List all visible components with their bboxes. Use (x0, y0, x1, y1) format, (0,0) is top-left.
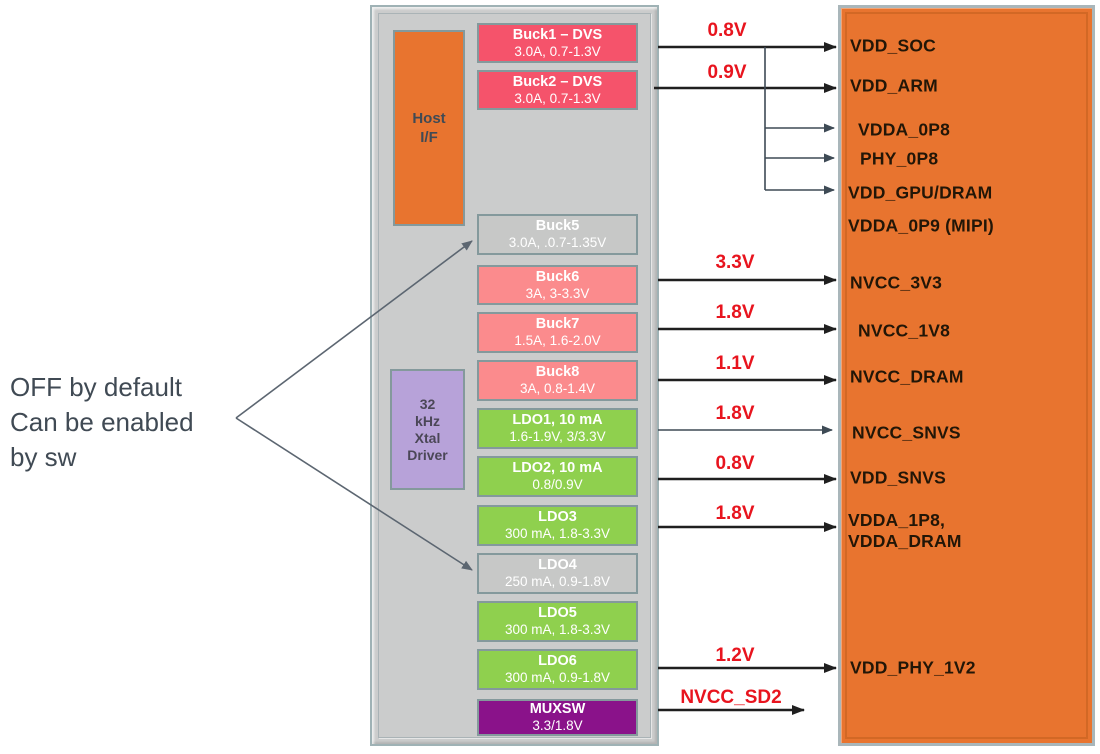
xtal-label-line2: kHz (415, 412, 440, 429)
rail-nvcc-snvs: NVCC_SNVS (852, 422, 961, 443)
buck7-title: Buck7 (535, 316, 580, 332)
rail-vdda-1p8-line1: VDDA_1P8, (848, 510, 946, 530)
ldo1-title: LDO1, 10 mA (512, 412, 603, 428)
rail-vdd-gpu-dram: VDD_GPU/DRAM (848, 182, 993, 203)
buck8-spec: 3A, 0.8-1.4V (519, 381, 596, 396)
rail-vdda-0p9-mipi: VDDA_0P9 (MIPI) (848, 215, 994, 236)
voltage-label-ldo6: 1.2V (715, 645, 755, 666)
rail-vdda-1p8-dram: VDDA_1P8, VDDA_DRAM (848, 510, 962, 552)
buck5-block: Buck5 3.0A, .0.7-1.35V (477, 214, 638, 255)
host-if-label-line2: I/F (420, 129, 438, 146)
arrow-note-ldo4 (235, 417, 473, 571)
pmic-panel-inner-frame (378, 13, 651, 738)
ldo4-block: LDO4 250 mA, 0.9-1.8V (477, 553, 638, 594)
rail-vdda-1p8-line2: VDDA_DRAM (848, 531, 962, 551)
arrow-note-buck5 (235, 240, 473, 419)
buck8-title: Buck8 (535, 364, 580, 380)
xtal-driver-block: 32 kHz Xtal Driver (390, 369, 465, 490)
note-line-2: Can be enabled (10, 407, 194, 437)
voltage-label-buck8: 1.1V (715, 353, 755, 374)
buck6-title: Buck6 (535, 268, 580, 285)
note-line-1: OFF by default (10, 372, 182, 402)
ldo3-block: LDO3 300 mA, 1.8-3.3V (477, 505, 638, 546)
buck7-block: Buck7 1.5A, 1.6-2.0V (477, 312, 638, 353)
buck5-title: Buck5 (535, 218, 580, 234)
voltage-label-ldo2: 0.8V (715, 453, 755, 474)
xtal-label-line3: Xtal (414, 429, 441, 446)
rail-vdda-0p8: VDDA_0P8 (858, 119, 951, 140)
buck2-block: Buck2 – DVS 3.0A, 0.7-1.3V (477, 70, 638, 110)
buck2-title: Buck2 – DVS (512, 73, 603, 90)
buck7-spec: 1.5A, 1.6-2.0V (514, 333, 601, 348)
ldo2-spec: 0.8/0.9V (532, 477, 583, 492)
xtal-label-line1: 32 (419, 395, 436, 412)
muxsw-block: MUXSW 3.3/1.8V (477, 699, 638, 736)
voltage-label-muxsw: NVCC_SD2 (680, 687, 782, 708)
muxsw-title: MUXSW (529, 701, 586, 717)
buck1-block: Buck1 – DVS 3.0A, 0.7-1.3V (477, 23, 638, 63)
ldo3-title: LDO3 (538, 509, 577, 525)
ldo4-title: LDO4 (538, 557, 577, 573)
voltage-label-buck2: 0.9V (707, 62, 747, 83)
soc-box-bevel (845, 12, 1088, 739)
voltage-label-ldo3: 1.8V (715, 503, 755, 524)
ldo6-block: LDO6 300 mA, 0.9-1.8V (477, 649, 638, 690)
buck5-spec: 3.0A, .0.7-1.35V (508, 235, 607, 250)
off-by-default-note: OFF by default Can be enabled by sw (10, 370, 194, 475)
buck2-spec: 3.0A, 0.7-1.3V (514, 90, 601, 106)
soc-box (838, 5, 1095, 746)
rail-vdd-arm: VDD_ARM (850, 75, 938, 96)
rail-nvcc-dram: NVCC_DRAM (850, 366, 964, 387)
voltage-label-buck7: 1.8V (715, 302, 755, 323)
ldo4-spec: 250 mA, 0.9-1.8V (504, 574, 611, 589)
ldo6-title: LDO6 (538, 653, 577, 669)
ldo5-spec: 300 mA, 1.8-3.3V (504, 622, 611, 637)
buck6-spec: 3A, 3-3.3V (525, 285, 590, 301)
host-if-label-line1: Host (412, 110, 446, 127)
buck1-spec: 3.0A, 0.7-1.3V (514, 43, 601, 59)
host-if-block: Host I/F (393, 30, 465, 226)
rail-nvcc-1v8: NVCC_1V8 (858, 320, 951, 341)
rail-phy-0p8: PHY_0P8 (860, 148, 939, 169)
ldo1-block: LDO1, 10 mA 1.6-1.9V, 3/3.3V (477, 408, 638, 449)
ldo2-block: LDO2, 10 mA 0.8/0.9V (477, 456, 638, 497)
ldo3-spec: 300 mA, 1.8-3.3V (504, 526, 611, 541)
note-line-3: by sw (10, 442, 77, 472)
ldo5-title: LDO5 (538, 605, 577, 621)
ldo5-block: LDO5 300 mA, 1.8-3.3V (477, 601, 638, 642)
ldo6-spec: 300 mA, 0.9-1.8V (504, 670, 611, 685)
ldo1-spec: 1.6-1.9V, 3/3.3V (509, 429, 606, 444)
buck1-title: Buck1 – DVS (512, 26, 603, 43)
voltage-label-ldo1: 1.8V (715, 403, 755, 424)
muxsw-spec: 3.3/1.8V (532, 718, 583, 733)
rail-vdd-soc: VDD_SOC (850, 35, 937, 56)
rail-vdd-phy-1v2: VDD_PHY_1V2 (850, 657, 976, 678)
buck8-block: Buck8 3A, 0.8-1.4V (477, 360, 638, 401)
voltage-label-buck6: 3.3V (715, 252, 755, 273)
rail-nvcc-3v3: NVCC_3V3 (850, 272, 943, 293)
xtal-label-line4: Driver (407, 446, 448, 463)
buck6-block: Buck6 3A, 3-3.3V (477, 265, 638, 305)
rail-vdd-snvs: VDD_SNVS (850, 467, 946, 488)
voltage-label-buck1: 0.8V (707, 20, 747, 41)
ldo2-title: LDO2, 10 mA (512, 460, 603, 476)
